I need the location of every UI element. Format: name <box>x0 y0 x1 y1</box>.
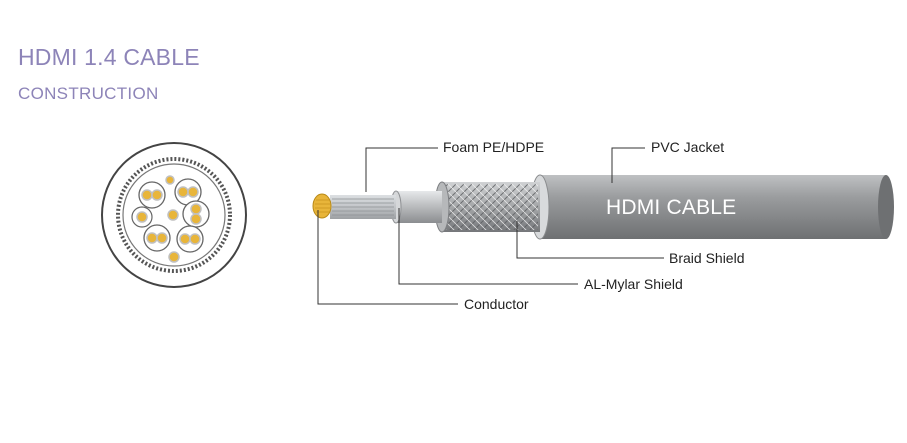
cross-section-pairs <box>131 175 210 263</box>
cable-print-label: HDMI CABLE <box>606 196 736 219</box>
pvc-jacket <box>530 174 894 240</box>
foam-insulation <box>330 195 396 219</box>
diagram-subtitle: CONSTRUCTION <box>18 84 159 103</box>
label-conductor: Conductor <box>464 296 529 312</box>
label-pvc-jacket: PVC Jacket <box>651 139 724 155</box>
label-braid-shield: Braid Shield <box>669 250 745 266</box>
diagram-title: HDMI 1.4 CABLE <box>18 44 200 70</box>
cross-section <box>101 142 247 288</box>
label-al-mylar-shield: AL-Mylar Shield <box>584 276 683 292</box>
braid-shield <box>434 181 540 233</box>
leader-lines <box>317 147 664 305</box>
label-foam-pe-hdpe: Foam PE/HDPE <box>443 139 544 155</box>
conductor-tip <box>312 193 332 219</box>
cable-side-view: HDMI CABLE <box>312 174 894 240</box>
